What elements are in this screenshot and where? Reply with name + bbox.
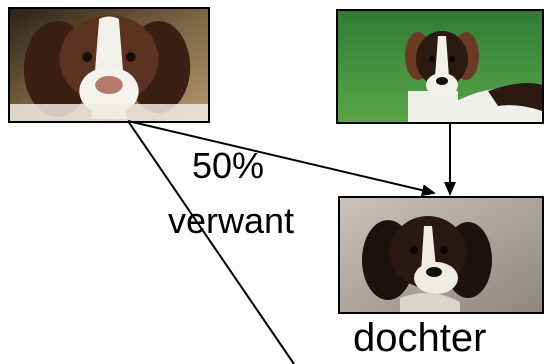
parent-dog-photo: [8, 7, 210, 123]
relation-type-label: verwant: [168, 200, 295, 241]
relation-percentage-label: 50%: [192, 145, 265, 186]
other-dog-photo: [336, 9, 544, 124]
daughter-caption: dochter: [353, 316, 487, 360]
arrow-parent-to-daughter: [127, 120, 436, 197]
daughter-dog-photo: [338, 196, 544, 314]
spaniel-on-grass-image: [338, 11, 542, 122]
springer-spaniel-image: [10, 9, 208, 121]
spaniel-portrait-image: [340, 198, 542, 312]
